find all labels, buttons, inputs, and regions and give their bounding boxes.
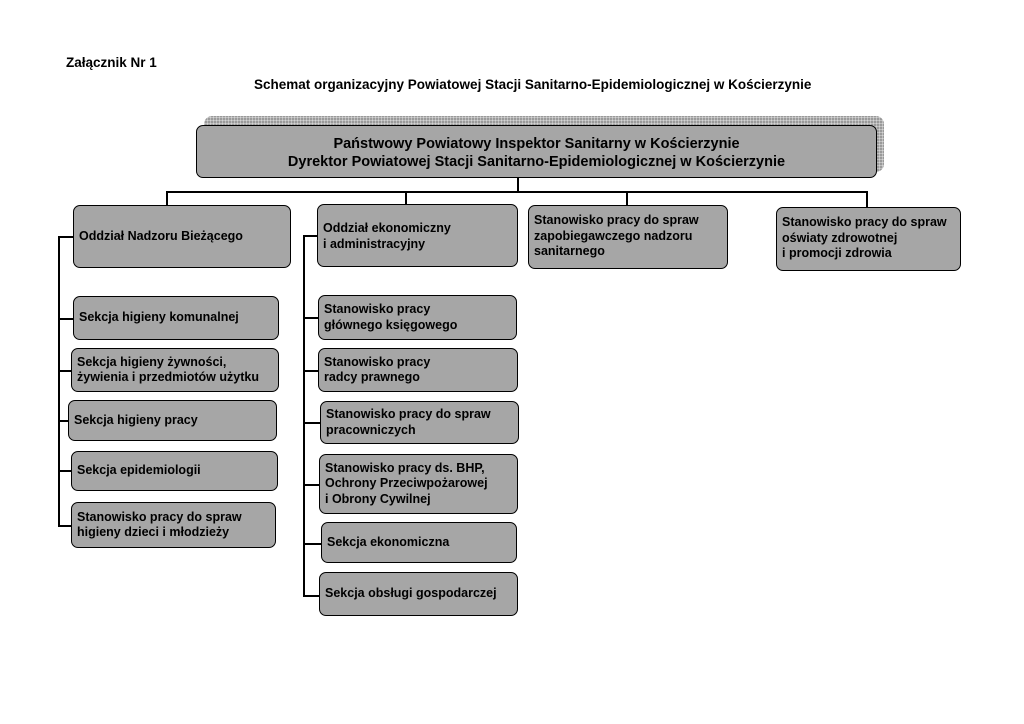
box-sprawy-pracownicze: Stanowisko pracy do spraw pracowniczych [320,401,519,444]
connector-ekonom-4 [303,484,320,486]
connector-nadzor-stub [58,236,74,238]
box-higiena-pracy: Sekcja higieny pracy [68,400,277,441]
box-line: Sekcja ekonomiczna [327,534,450,549]
box-line: Stanowisko pracy [324,302,431,316]
box-line: i Obrony Cywilnej [325,491,431,506]
box-higiena-dzieci: Stanowisko pracy do spraw higieny dzieci… [71,502,276,548]
box-sekcja-ekonomiczna: Sekcja ekonomiczna [321,522,517,563]
box-line: sanitarnego [534,244,605,258]
connector-ekonom-2 [303,370,319,372]
connector-ekonom-6 [303,595,321,597]
connector-nadzor-4 [58,470,72,472]
connector-zapobieg [626,191,628,205]
box-higiena-komunalna: Sekcja higieny komunalnej [73,296,279,340]
box-oddzial-nadzoru: Oddział Nadzoru Bieżącego [73,205,291,268]
connector-ekonom-spine [303,235,305,596]
box-line: Sekcja epidemiologii [77,463,201,478]
box-line: głównego księgowego [324,317,458,332]
box-line: Oddział ekonomiczny [323,221,451,235]
connector-ekonom-5 [303,543,321,545]
box-line: Sekcja higieny żywności, [77,354,227,369]
box-line: Stanowisko pracy do spraw [782,215,947,229]
director-box: Państwowy Powiatowy Inspektor Sanitarny … [196,125,877,178]
connector-ekonom-stub [303,235,318,237]
box-zapobiegawczy-nadzor: Stanowisko pracy do spraw zapobiegawczeg… [528,205,728,269]
box-line: Stanowisko pracy [324,354,431,369]
connector-nadzor-5 [58,525,72,527]
box-line: zapobiegawczego nadzoru [534,228,693,243]
box-line: higieny dzieci i młodzieży [77,525,230,539]
box-line: Stanowisko pracy ds. BHP, [325,460,485,475]
connector-ekonom [405,191,407,205]
box-line: Sekcja higieny pracy [74,412,198,427]
box-line: pracowniczych [326,422,416,437]
box-glowny-ksiegowy: Stanowisko pracy głównego księgowego [318,295,517,340]
box-line: Stanowisko pracy do spraw [326,407,491,421]
connector-director-down [517,178,519,192]
connector-nadzor-1 [58,318,74,320]
annex-label: Załącznik Nr 1 [66,55,157,70]
box-line: żywienia i przedmiotów użytku [77,370,259,384]
box-oswiata-zdrowotna: Stanowisko pracy do spraw oświaty zdrowo… [776,207,961,271]
box-oddzial-ekonomiczny: Oddział ekonomiczny i administracyjny [317,204,518,267]
box-higiena-zywnosci: Sekcja higieny żywności, żywienia i prze… [71,348,279,392]
box-line: Ochrony Przeciwpożarowej [325,476,488,491]
connector-ekonom-1 [303,317,319,319]
director-line-1: Państwowy Powiatowy Inspektor Sanitarny … [333,136,740,152]
connector-oswiata [866,191,868,207]
box-line: radcy prawnego [324,370,420,384]
director-line-2: Dyrektor Powiatowej Stacji Sanitarno-Epi… [287,154,786,170]
connector-ekonom-3 [303,422,321,424]
connector-nadzor-3 [58,420,70,422]
box-epidemiologia: Sekcja epidemiologii [71,451,278,491]
box-radca-prawny: Stanowisko pracy radcy prawnego [318,348,518,392]
box-line: i administracyjny [323,236,426,251]
box-line: Sekcja higieny komunalnej [79,310,239,325]
box-line: Oddział Nadzoru Bieżącego [79,228,243,243]
box-line: i promocji zdrowia [782,246,892,260]
box-line: oświaty zdrowotnej [782,230,898,245]
box-obsluga-gospodarcza: Sekcja obsługi gospodarczej [319,572,518,616]
connector-nadzor-2 [58,370,74,372]
connector-nadzor-spine [58,236,60,527]
connector-nadzor [166,191,168,205]
box-line: Stanowisko pracy do spraw [534,213,699,227]
box-bhp: Stanowisko pracy ds. BHP, Ochrony Przeci… [319,454,518,514]
box-line: Stanowisko pracy do spraw [77,509,242,524]
page-title: Schemat organizacyjny Powiatowej Stacji … [254,77,812,92]
connector-level2-bus [166,191,868,193]
box-line: Sekcja obsługi gospodarczej [325,586,497,601]
